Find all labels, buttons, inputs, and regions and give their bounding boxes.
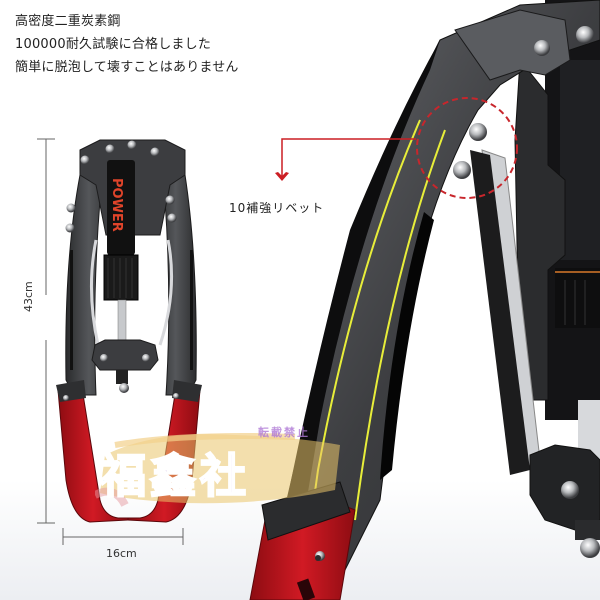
height-dimension-label: 43cm [22,281,35,312]
feature-line: 100000耐久試験に合格しました [15,37,212,52]
feature-list: 高密度二重炭素鋼 100000耐久試験に合格しました 簡単に脱泡して壊すことはあ… [15,10,239,79]
rivet-callout [275,97,518,199]
watermark-char: 社 [199,448,250,504]
watermark-subtext: 転載禁止 [258,426,310,439]
width-dimension-label: 16cm [106,547,137,560]
watermark-char: 福 [99,448,150,504]
watermark-char: 鑫 [149,448,200,504]
small-device: POWER [56,139,202,523]
feature-line: 簡単に脱泡して壊すことはありません [15,60,239,75]
callout-label: 10補強リベット [229,201,325,215]
callout-leader-line [281,138,416,176]
arrow-down-icon [275,172,289,181]
dimension-width-line [62,528,184,545]
watermark-logo: 福鑫社 [99,440,250,506]
callout-dashed-circle [416,97,518,199]
feature-line: 高密度二重炭素鋼 [15,14,121,29]
dimension-height-line [37,138,55,524]
power-logo: POWER [109,178,124,232]
